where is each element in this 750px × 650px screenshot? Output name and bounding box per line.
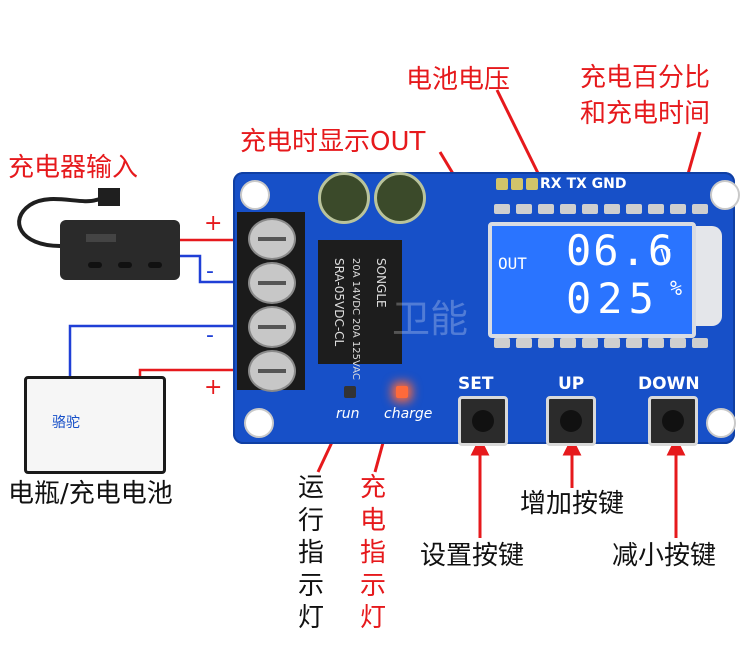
up-button[interactable] <box>546 396 596 446</box>
charge-led <box>396 386 408 398</box>
serial-header-pins <box>496 178 538 192</box>
mounting-hole <box>240 180 270 210</box>
polarity-3: - <box>206 323 214 348</box>
charge-silk-label: charge <box>384 406 433 422</box>
set-silk-label: SET <box>458 374 494 394</box>
arrowhead-set <box>470 436 490 456</box>
charger-label-plate <box>86 234 116 242</box>
terminal-screw-1 <box>248 218 296 260</box>
label-battery-voltage: 电池电压 <box>406 65 511 95</box>
up-silk-label: UP <box>558 374 585 394</box>
lcd-voltage-unit: V <box>660 246 671 267</box>
relay-rating: 20A 14VDC 20A 125VAC <box>350 258 361 380</box>
run-silk-label: run <box>336 406 360 422</box>
polarity-2: - <box>206 259 214 284</box>
terminal-screw-4 <box>248 350 296 392</box>
terminal-screw-3 <box>248 306 296 348</box>
terminal-screw-2 <box>248 262 296 304</box>
label-percent-time: 充电百分比 和充电时间 <box>580 63 711 130</box>
set-button[interactable] <box>458 396 508 446</box>
lcd-pins-top <box>494 204 708 214</box>
label-out-on-charge: 充电时显示OUT <box>240 127 426 157</box>
arrowhead-down <box>666 436 686 456</box>
watermark: 卫能 <box>392 297 469 341</box>
label-run-indicator: 运行指示灯 <box>297 473 324 633</box>
charger-adapter <box>60 220 180 280</box>
battery-brand: 骆驼 <box>52 415 80 431</box>
label-up-button: 增加按键 <box>520 489 625 519</box>
polarity-1: + <box>204 211 223 236</box>
serial-header-label: RX TX GND <box>540 176 627 192</box>
lcd-out-indicator: OUT <box>498 254 527 273</box>
arrowhead-up <box>562 436 582 456</box>
charger-vent <box>88 262 102 268</box>
lcd-percent-unit: % <box>670 276 683 300</box>
battery-image <box>24 376 166 474</box>
charger-cable <box>17 194 113 248</box>
charger-plug <box>98 188 120 206</box>
lcd-voltage: 06.6 <box>566 226 676 275</box>
wire-battery-negative <box>68 324 270 380</box>
capacitor <box>318 172 370 224</box>
label-charger-input: 充电器输入 <box>8 153 139 183</box>
down-silk-label: DOWN <box>638 374 700 394</box>
lcd-display <box>488 222 696 338</box>
label-battery: 电瓶/充电电池 <box>8 479 173 509</box>
label-charge-indicator: 充电指示灯 <box>359 473 386 633</box>
relay-model: SRA-05VDC-CL <box>332 258 346 347</box>
capacitor <box>374 172 426 224</box>
relay-brand: SONGLE <box>374 258 388 308</box>
relay <box>318 240 402 364</box>
lcd-percent: 025 <box>566 274 660 323</box>
charger-vent <box>148 262 162 268</box>
lcd-pins-bottom <box>494 338 708 348</box>
polarity-4: + <box>204 375 223 400</box>
mounting-hole <box>706 408 736 438</box>
mounting-hole <box>244 408 274 438</box>
run-led <box>344 386 356 398</box>
label-set-button: 设置按键 <box>420 541 525 571</box>
label-down-button: 减小按键 <box>612 541 717 571</box>
charger-vent <box>118 262 132 268</box>
mounting-hole <box>710 180 740 210</box>
down-button[interactable] <box>648 396 698 446</box>
